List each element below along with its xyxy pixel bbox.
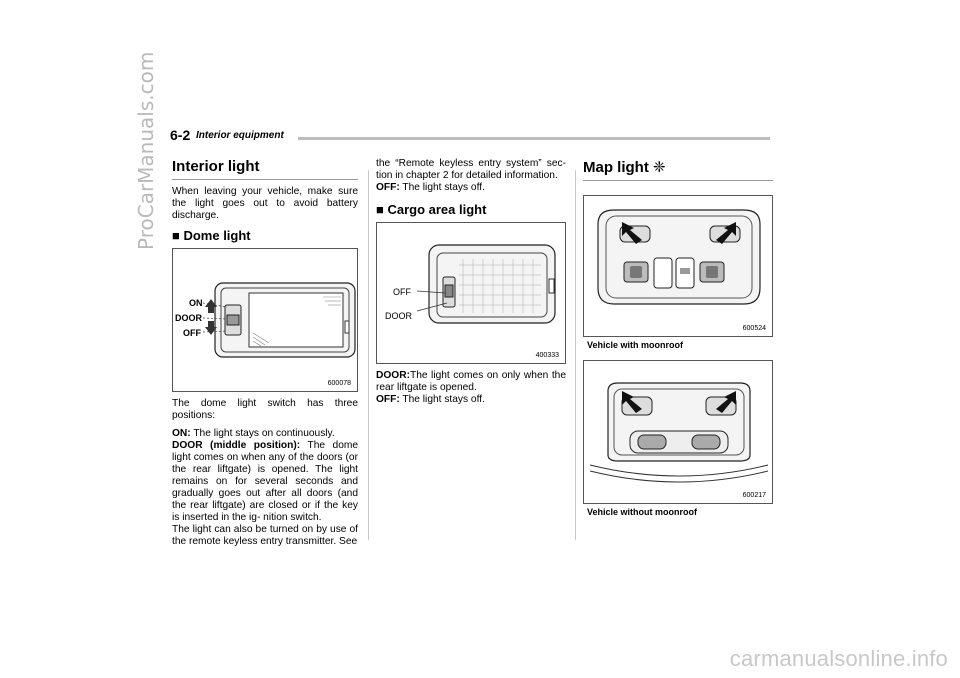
side-watermark: ProCarManuals.com bbox=[134, 51, 158, 250]
section-title: Interior equipment bbox=[196, 130, 284, 141]
cargo-light-illustration: OFF DOOR bbox=[385, 244, 556, 324]
heading-cargo-light: ■ Cargo area light bbox=[376, 202, 487, 217]
off-term: OFF: bbox=[376, 182, 400, 193]
dome-label-off: OFF bbox=[183, 328, 201, 338]
intro-text: When leaving your vehicle, make sure the… bbox=[172, 186, 358, 221]
figure-code: 400333 bbox=[535, 352, 559, 359]
cargo-door-description: DOOR:The light comes on only when the re… bbox=[376, 370, 566, 394]
caption-with-moonroof: Vehicle with moonroof bbox=[587, 340, 684, 350]
dome-light-illustration: ON DOOR OFF bbox=[175, 282, 356, 358]
keyless-text: The light can also be turned on by use o… bbox=[172, 524, 358, 547]
door-text: The dome light comes on when any of the … bbox=[172, 440, 359, 523]
figure-code: 600217 bbox=[742, 492, 766, 499]
header-bar bbox=[298, 137, 770, 140]
cargo-off-description: OFF: The light stays off. bbox=[376, 394, 566, 406]
on-text: The light stays on continuously. bbox=[190, 428, 335, 439]
dome-label-door: DOOR bbox=[175, 313, 203, 323]
figure-code: 600524 bbox=[742, 325, 766, 332]
cargo-door-text: The light comes on only when the rear li… bbox=[376, 370, 566, 393]
cargo-off-term: OFF: bbox=[376, 394, 400, 405]
column-2: the “Remote keyless entry system” sec- t… bbox=[376, 158, 566, 412]
map-light-moonroof-figure: 600524 bbox=[583, 195, 773, 337]
heading-map-light: Map light ❈ bbox=[583, 158, 773, 181]
cargo-label-door: DOOR bbox=[385, 311, 413, 321]
cargo-door-term: DOOR: bbox=[376, 370, 410, 381]
off-description: OFF: The light stays off. bbox=[376, 182, 566, 194]
bottom-watermark: carmanualsonline.info bbox=[729, 646, 948, 671]
door-term: DOOR (middle position): bbox=[172, 440, 301, 451]
heading-interior-light: Interior light bbox=[172, 158, 358, 180]
continued-text: the “Remote keyless entry system” sec- t… bbox=[376, 158, 566, 181]
off-text: The light stays off. bbox=[399, 182, 485, 193]
column-divider bbox=[575, 170, 576, 540]
heading-dome-light: ■ Dome light bbox=[172, 228, 251, 243]
page-number: 6-2 bbox=[170, 127, 191, 143]
cargo-off-text: The light stays off. bbox=[399, 394, 485, 405]
column-3: Map light ❈ 600524 Vehicle with moonroof bbox=[583, 158, 773, 527]
cargo-label-off: OFF bbox=[393, 287, 411, 297]
map-light-no-moonroof-figure: 600217 bbox=[583, 360, 773, 504]
caption-without-moonroof: Vehicle without moonroof bbox=[587, 507, 697, 517]
door-description: DOOR (middle position): The dome light c… bbox=[172, 440, 358, 524]
dome-label-on: ON bbox=[189, 298, 203, 308]
cargo-light-figure: OFF DOOR 400333 bbox=[376, 222, 566, 364]
map-light-moonroof-illustration bbox=[597, 209, 761, 305]
column-1: Interior light When leaving your vehicle… bbox=[172, 158, 358, 554]
on-description: ON: The light stays on continuously. bbox=[172, 428, 358, 440]
map-light-no-moonroof-illustration bbox=[589, 382, 769, 483]
positions-text: The dome light switch has three position… bbox=[172, 398, 358, 421]
dome-light-figure: ON DOOR OFF 600078 bbox=[172, 248, 358, 392]
on-term: ON: bbox=[172, 428, 191, 439]
page-header: 6-2 Interior equipment bbox=[170, 127, 770, 144]
column-divider bbox=[368, 170, 369, 540]
figure-code: 600078 bbox=[327, 380, 351, 387]
